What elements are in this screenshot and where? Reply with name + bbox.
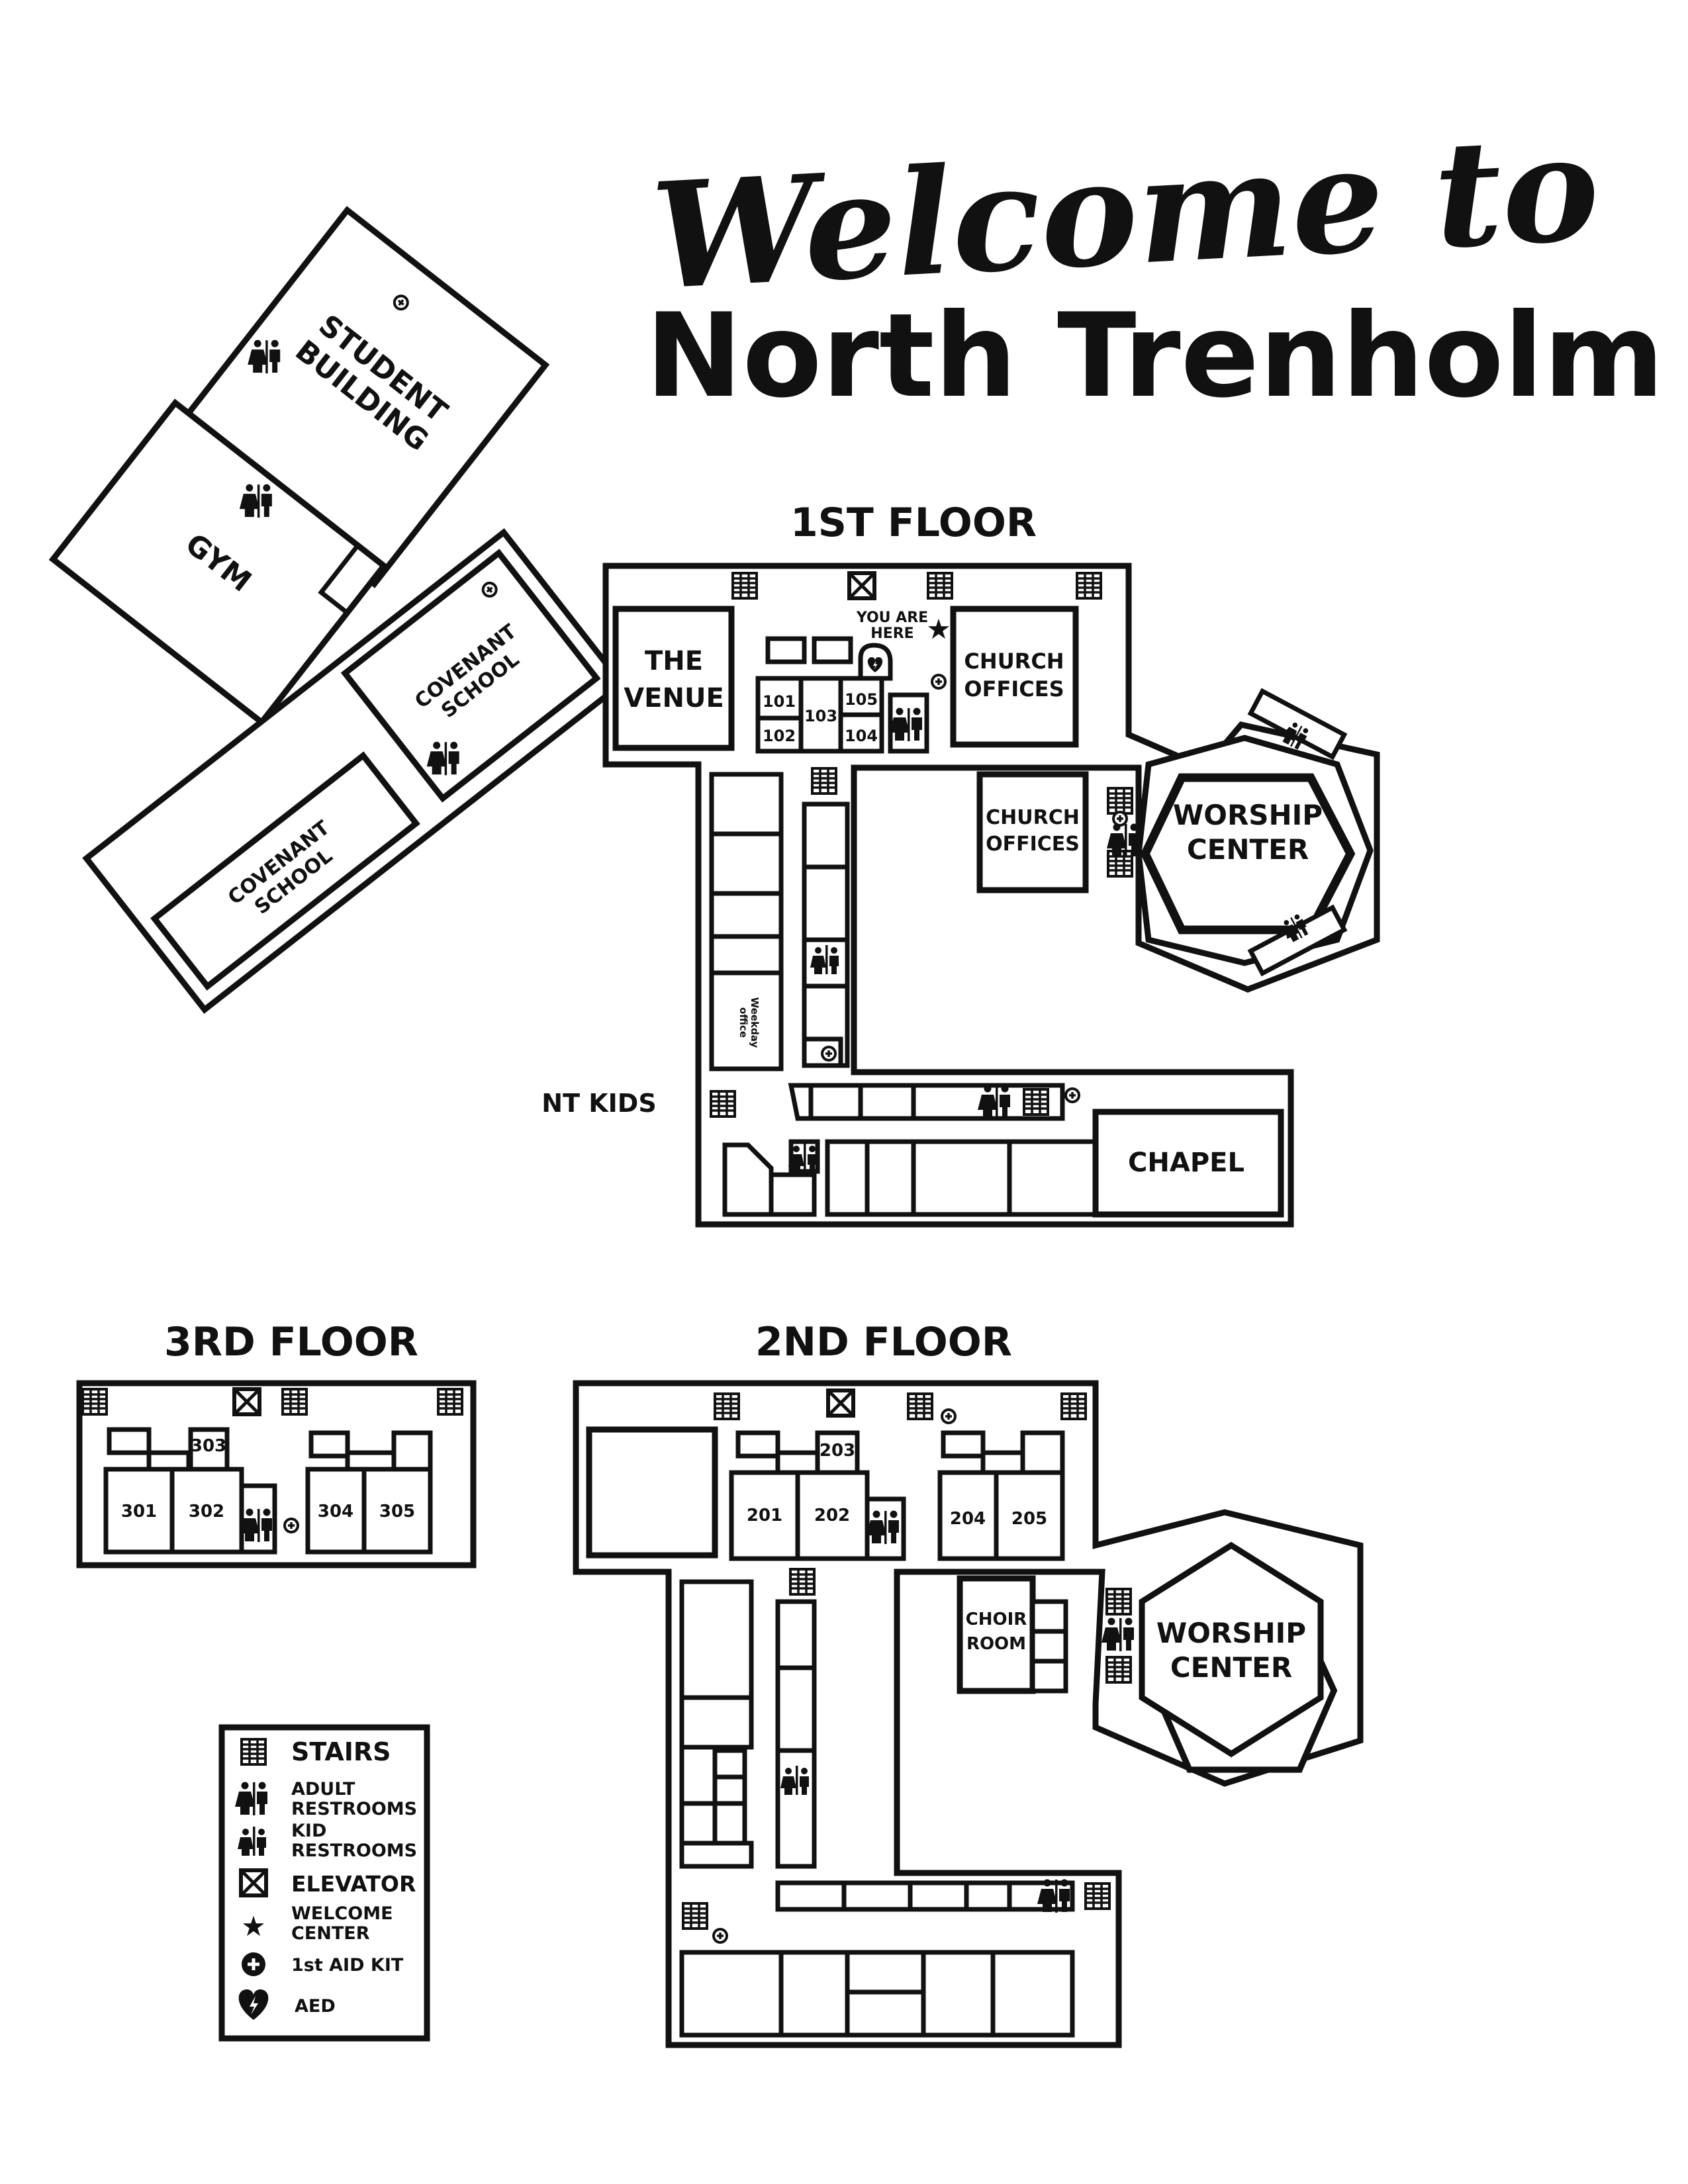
choir-room-label: ROOM — [966, 1634, 1026, 1654]
stairs-icon — [1105, 1588, 1132, 1615]
svg-text:302: 302 — [189, 1502, 224, 1522]
legend-aed-label: AED — [295, 1996, 336, 2017]
stairs-icon — [281, 1388, 308, 1416]
legend-stairs-label: STAIRS — [291, 1737, 391, 1766]
star-icon: ★ — [926, 613, 951, 645]
svg-text:203: 203 — [820, 1441, 855, 1461]
church-offices-top-room — [950, 606, 1079, 748]
svg-text:202: 202 — [814, 1506, 850, 1525]
first-aid-icon — [941, 1408, 957, 1424]
legend-welcome-label: CENTER — [291, 1923, 370, 1944]
stairs-icon — [1107, 787, 1133, 815]
gym: GYM — [48, 398, 389, 727]
svg-text:305: 305 — [379, 1502, 415, 1522]
svg-text:303: 303 — [191, 1436, 226, 1456]
room-numbers: 101 102 103 105 104 — [763, 690, 878, 745]
stairs-icon — [682, 1902, 708, 1930]
weekday-office-label: office — [737, 1007, 749, 1038]
worship-center-label: CENTER — [1187, 833, 1309, 866]
covenant-school-complex: COVENANT SCHOOL COVENANT SCHOOL — [82, 528, 626, 1014]
stairs-icon — [1023, 1088, 1049, 1116]
first-floor-plan: THE VENUE 101 102 103 105 104 YOU ARE HE… — [541, 563, 1380, 1228]
choir-room-label: CHOIR — [966, 1610, 1027, 1629]
campus-buildings: STUDENT BUILDING GYM COVENANT SCHOOL COV… — [48, 206, 626, 1014]
svg-text:304: 304 — [318, 1502, 353, 1522]
third-floor-heading: 3RD FLOOR — [164, 1319, 418, 1365]
venue-label: VENUE — [624, 683, 724, 713]
elevator-icon — [241, 1870, 266, 1895]
elevator-icon — [849, 573, 874, 598]
chapel-label: CHAPEL — [1128, 1148, 1244, 1178]
stairs-icon — [1105, 1656, 1132, 1684]
header: Welcome to North Trenholm — [645, 101, 1664, 424]
worship-center-2-label: WORSHIP — [1156, 1617, 1306, 1649]
second-floor-plan: 203 201 202 204 205 CHOIR ROOM WORSHIP C… — [573, 1380, 1364, 2048]
elevator-icon — [234, 1389, 259, 1414]
nt-kids-label: NT KIDS — [541, 1089, 656, 1118]
room-numbers: 303 301 302 304 305 — [121, 1436, 415, 1522]
first-aid-icon — [1112, 811, 1128, 827]
room-numbers: 203 201 202 204 205 — [747, 1441, 1047, 1529]
church-offices-mid-room — [976, 771, 1089, 893]
church-offices-mid-label: OFFICES — [986, 833, 1080, 856]
svg-text:104: 104 — [845, 727, 878, 745]
legend-kid-label: RESTROOMS — [291, 1841, 417, 1861]
first-aid-icon — [712, 1928, 728, 1944]
svg-text:204: 204 — [950, 1509, 986, 1529]
svg-text:105: 105 — [845, 690, 878, 709]
church-offices-top-label: OFFICES — [964, 676, 1064, 702]
star-icon: ★ — [241, 1910, 266, 1942]
legend-adult-label: ADULT — [291, 1779, 355, 1799]
page-title: North Trenholm — [645, 289, 1664, 424]
third-floor-plan: 303 301 302 304 305 — [76, 1380, 477, 1569]
stairs-icon — [811, 767, 837, 795]
stairs-icon — [789, 1568, 816, 1596]
second-floor-heading: 2ND FLOOR — [755, 1319, 1012, 1365]
stairs-icon — [81, 1388, 108, 1416]
you-are-here-label: YOU ARE — [856, 610, 928, 626]
weekday-office-label: Weekday — [749, 997, 761, 1048]
chapel-room — [1092, 1109, 1284, 1218]
stairs-icon — [1076, 572, 1102, 600]
stairs-icon — [907, 1392, 933, 1420]
worship-center-label: WORSHIP — [1173, 799, 1323, 831]
stairs-icon — [1084, 1882, 1111, 1910]
stairs-icon — [927, 572, 953, 600]
svg-text:102: 102 — [763, 727, 796, 745]
first-aid-icon — [931, 674, 947, 690]
elevator-icon — [828, 1390, 853, 1416]
svg-text:103: 103 — [804, 707, 837, 725]
legend-kid-label: KID — [291, 1821, 326, 1841]
stairs-icon — [437, 1388, 463, 1416]
legend-adult-label: RESTROOMS — [291, 1799, 417, 1819]
legend: STAIRS ADULT RESTROOMS KID RESTROOMS ELE… — [218, 1724, 430, 2042]
the-venue-room — [612, 606, 735, 751]
first-floor-heading: 1ST FLOOR — [790, 500, 1037, 546]
worship-center-2-label: CENTER — [1170, 1651, 1292, 1684]
church-offices-mid-label: CHURCH — [986, 806, 1080, 829]
venue-label: THE — [645, 646, 703, 676]
stairs-icon — [240, 1738, 267, 1766]
svg-text:101: 101 — [763, 692, 796, 711]
legend-elevator-label: ELEVATOR — [291, 1871, 416, 1897]
stairs-icon — [714, 1392, 740, 1420]
svg-text:205: 205 — [1011, 1509, 1047, 1529]
stairs-icon — [731, 572, 758, 600]
svg-text:301: 301 — [121, 1502, 157, 1522]
choir-room — [957, 1575, 1036, 1694]
first-aid-icon — [242, 1952, 265, 1976]
svg-text:201: 201 — [747, 1506, 782, 1525]
legend-welcome-label: WELCOME — [291, 1903, 393, 1924]
legend-first-aid-label: 1st AID KIT — [291, 1955, 404, 1976]
church-offices-top-label: CHURCH — [964, 649, 1064, 674]
first-aid-icon — [1064, 1087, 1080, 1103]
first-aid-icon — [821, 1046, 837, 1062]
first-aid-icon — [283, 1518, 299, 1533]
stairs-icon — [710, 1090, 736, 1118]
stairs-icon — [1060, 1392, 1087, 1420]
you-are-here-label: HERE — [870, 625, 914, 642]
